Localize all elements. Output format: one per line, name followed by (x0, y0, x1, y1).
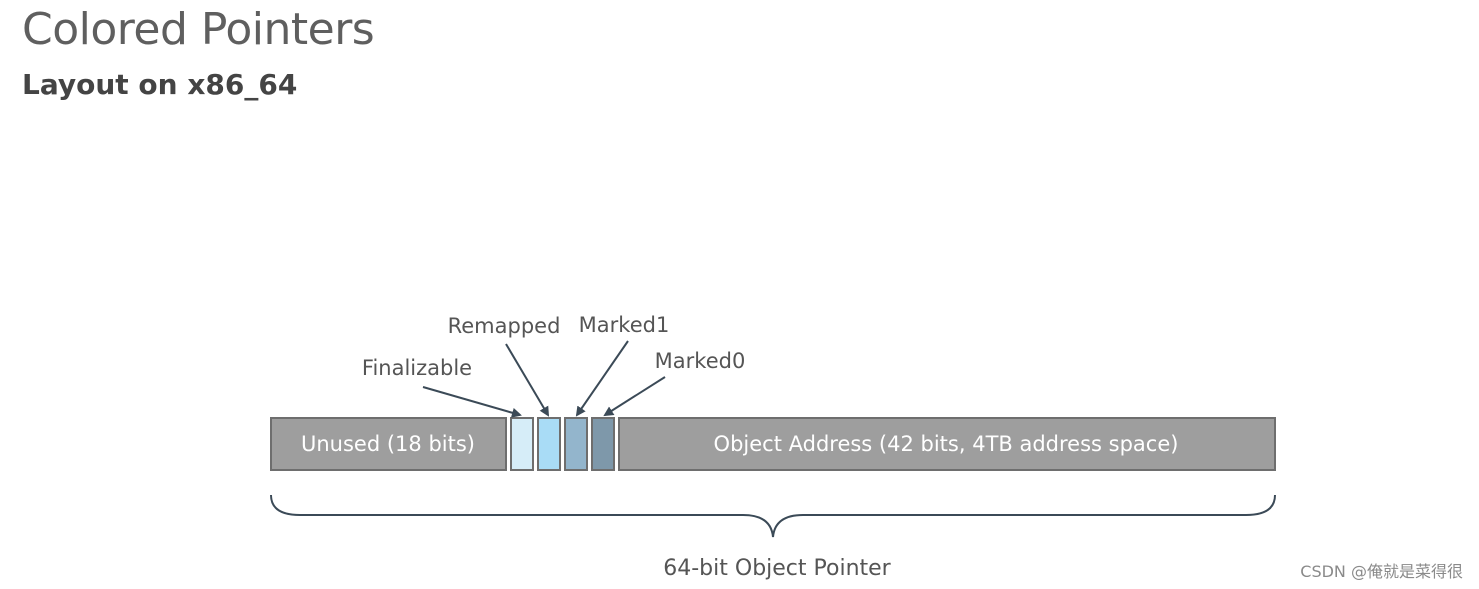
object-address-segment (618, 417, 1276, 471)
page-title: Colored Pointers (22, 4, 375, 55)
marked0-label: Marked0 (655, 349, 746, 373)
finalizable-label: Finalizable (362, 356, 472, 380)
marked1-arrow (575, 340, 629, 417)
object-address-segment-label: Object Address (42 bits, 4TB address spa… (714, 432, 1179, 456)
marked0-bit (591, 417, 615, 471)
remapped-arrow (505, 343, 550, 417)
marked0-arrow (603, 376, 666, 417)
marked1-bit (564, 417, 588, 471)
finalizable-arrow (422, 386, 522, 418)
unused-segment (270, 417, 507, 471)
page-subtitle: Layout on x86_64 (22, 68, 298, 101)
marked1-label: Marked1 (579, 313, 670, 337)
remapped-bit (537, 417, 561, 471)
watermark: CSDN @俺就是菜得很 (1300, 562, 1463, 581)
unused-segment-label: Unused (18 bits) (301, 432, 475, 456)
pointer-span-brace (270, 494, 1276, 538)
finalizable-bit (510, 417, 534, 471)
remapped-label: Remapped (448, 314, 561, 338)
pointer-caption: 64-bit Object Pointer (663, 556, 891, 581)
